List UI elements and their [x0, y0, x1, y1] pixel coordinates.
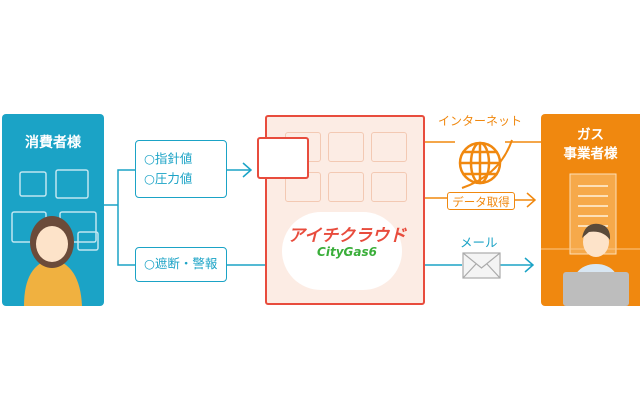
brand-sub: CityGas6: [317, 245, 377, 259]
readings-box: ○指針値 ○圧力値: [135, 140, 227, 198]
envelope-icon: [462, 252, 501, 279]
operator-illustration: [541, 173, 640, 306]
meter-icons: [11, 169, 99, 306]
folder-icon: [257, 137, 309, 179]
branch-line: [104, 169, 135, 266]
data-fetch-label: データ取得: [447, 192, 515, 210]
gas-company-panel: ガス事業者様: [541, 114, 640, 306]
alarm-box: ○遮断・警報: [135, 247, 227, 282]
consumer-person-icon: [24, 216, 82, 306]
arrow-to-cloud: [226, 162, 253, 178]
internet-label: インターネット: [438, 114, 523, 128]
reading-meter-value: ○指針値: [144, 151, 193, 166]
laptop-icon: [563, 272, 629, 306]
gas-title-line1: ガス: [577, 127, 604, 143]
gas-title-line2: 事業者様: [563, 146, 618, 162]
consumer-panel: 消費者様: [2, 114, 104, 306]
reading-pressure-value: ○圧力値: [144, 171, 193, 186]
globe-icon: [458, 139, 513, 189]
consumer-title: 消費者様: [25, 135, 81, 151]
cloud-shape: [282, 212, 402, 290]
mail-label: メール: [460, 235, 498, 250]
alarm-label: ○遮断・警報: [144, 256, 218, 271]
mail-arrow: [425, 257, 535, 273]
brand-logo: アイチクラウド: [287, 226, 407, 246]
